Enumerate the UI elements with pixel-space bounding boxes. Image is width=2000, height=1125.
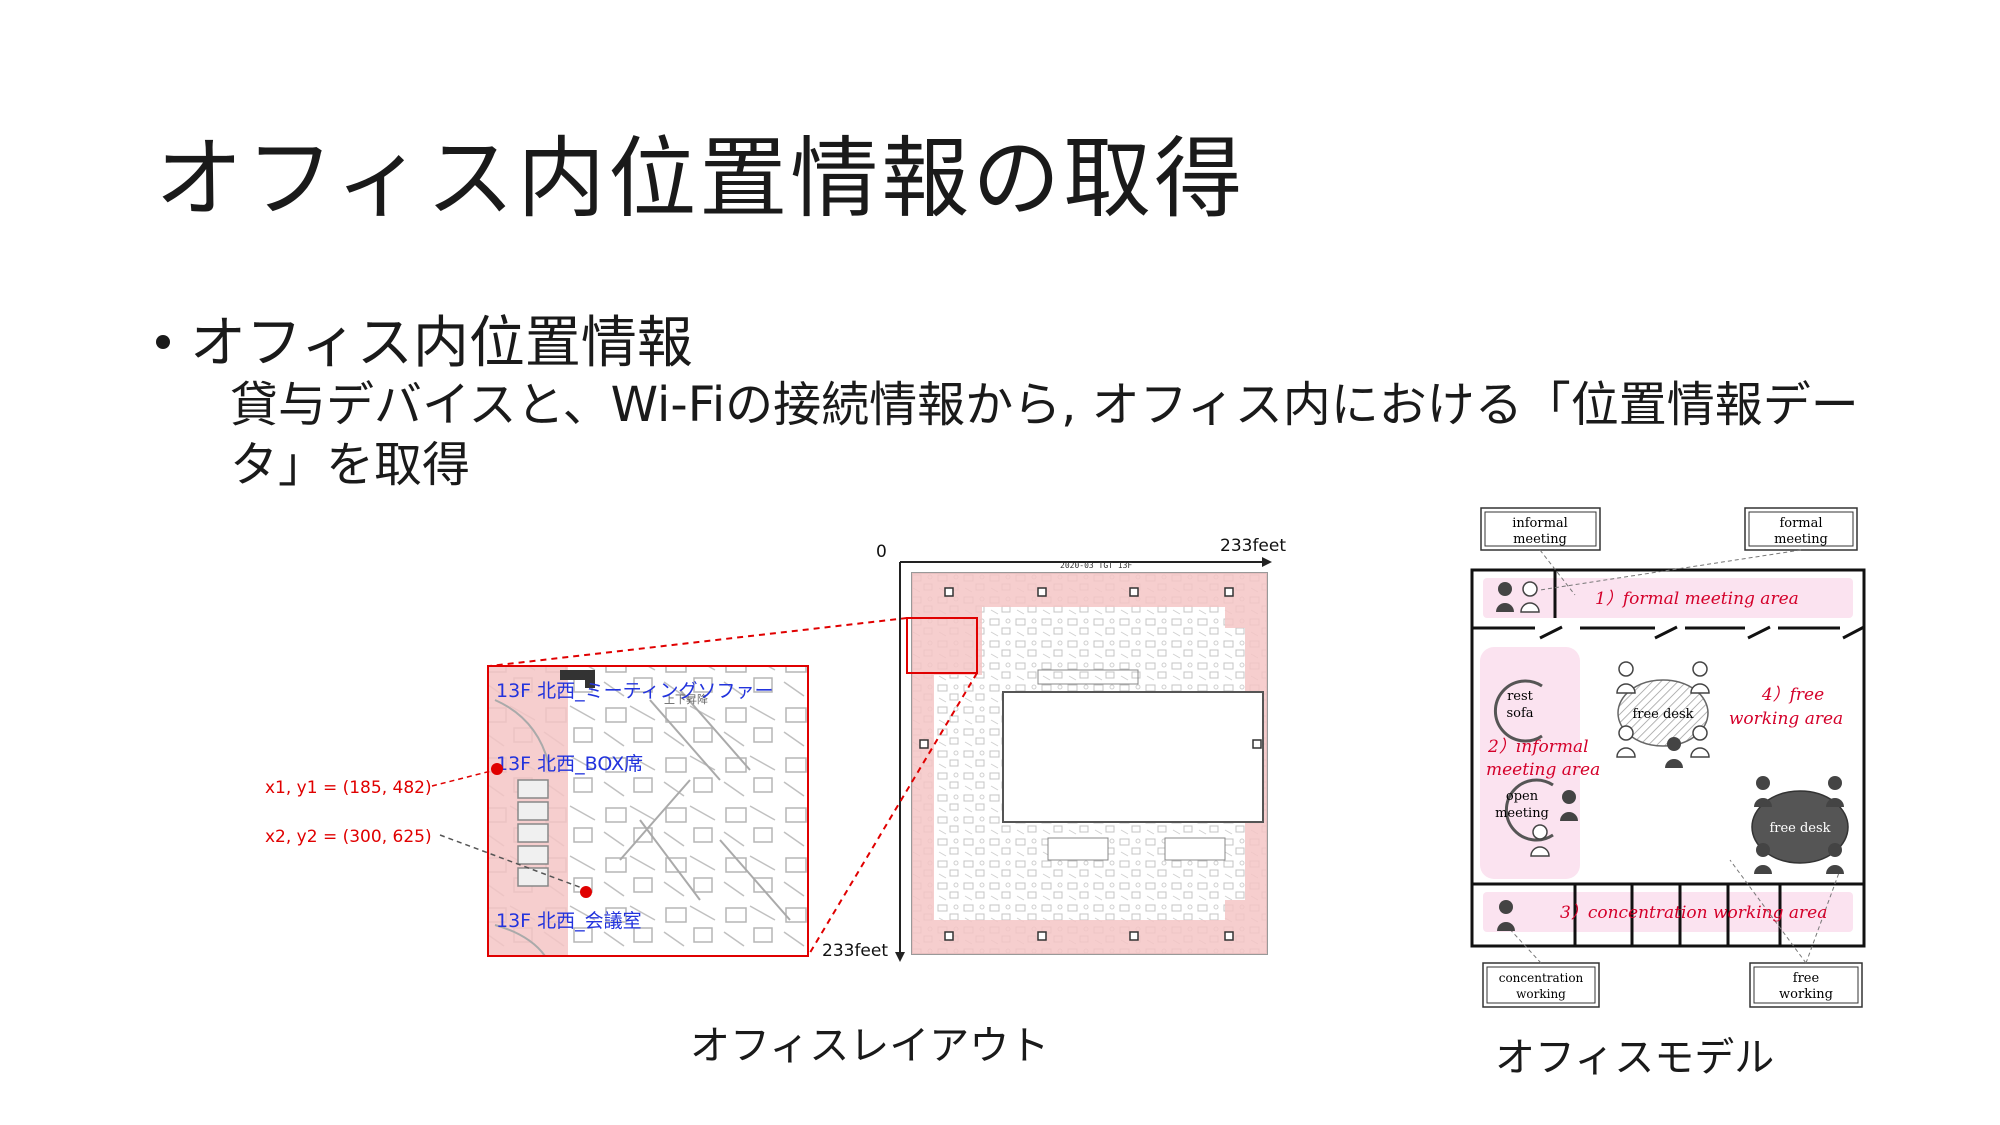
concentration-area-label: 3）concentration working area — [1560, 903, 1827, 923]
room-label-box-seat: 13F 北西_BOX席 — [496, 753, 643, 775]
y-axis-arrow — [895, 952, 905, 962]
svg-text:concentration: concentration — [1499, 971, 1584, 985]
callout-concentration-working: concentration working — [1482, 962, 1600, 1008]
open-meeting-label-2: meeting — [1495, 806, 1549, 821]
svg-text:meeting: meeting — [1774, 532, 1828, 547]
bullet-heading: オフィス内位置情報 — [150, 298, 693, 379]
svg-text:meeting: meeting — [1513, 532, 1567, 547]
axis-origin-label: 0 — [876, 542, 887, 562]
bullet-text: オフィス内位置情報 — [190, 311, 693, 376]
x-axis-arrow — [1262, 557, 1272, 567]
plan-title: 2020-03 TGT 13F — [1060, 561, 1132, 570]
open-meeting-arc — [1504, 778, 1554, 842]
free-desk-2-label: free desk — [1769, 821, 1830, 836]
svg-text:free: free — [1793, 971, 1820, 986]
free-desk-1 — [1617, 679, 1709, 747]
plan-highlight-box — [906, 617, 978, 674]
model-connectors — [1505, 549, 1841, 964]
callout-formal-meeting: formal meeting — [1744, 507, 1858, 551]
informal-area-fill — [1480, 647, 1580, 879]
free-area-label-line2: working area — [1729, 709, 1843, 729]
point-1-label: x1, y1 = (185, 482) — [265, 778, 432, 798]
model-caption: オフィスモデル — [1495, 1035, 1775, 1081]
formal-area-fill — [1483, 578, 1853, 618]
point-2-label: x2, y2 = (300, 625) — [265, 827, 432, 847]
zoom-connector-top — [489, 617, 908, 667]
description-text: 貸与デバイスと、Wi-Fiの接続情報から, オフィス内における「位置情報データ」… — [230, 377, 1859, 493]
informal-area-label-line2: meeting area — [1486, 760, 1600, 780]
person-icons — [1496, 581, 1844, 931]
svg-text:working: working — [1516, 987, 1566, 1001]
svg-text:informal: informal — [1512, 516, 1568, 531]
callout-informal-meeting: informal meeting — [1480, 507, 1601, 551]
room-label-meeting-sofa: 13F 北西_ミーティングソファー — [496, 680, 774, 702]
model-walls — [1472, 570, 1865, 946]
rest-sofa-label-2: sofa — [1506, 706, 1533, 721]
point-1-marker — [491, 763, 503, 775]
layout-caption: オフィスレイアウト — [690, 1023, 1050, 1069]
free-desk-1-label: free desk — [1632, 707, 1693, 722]
zoom-view: 上下昇降 13F 北西_ミーティングソファー 13F 北西_BOX席 13F 北… — [487, 665, 809, 957]
axis-y-max-label: 233feet — [822, 941, 888, 961]
open-meeting-label-1: open — [1506, 789, 1539, 804]
axis-x-max-label: 233feet — [1220, 536, 1286, 556]
svg-text:formal: formal — [1779, 516, 1822, 531]
rest-sofa-arc — [1493, 679, 1543, 743]
callout-free-working: free working — [1749, 962, 1863, 1008]
zoom-small-label: 上下昇降 — [664, 692, 708, 706]
free-desk-2 — [1751, 790, 1849, 864]
rest-sofa-label-1: rest — [1507, 689, 1534, 704]
informal-area-label-line1: 2）informal — [1487, 737, 1589, 757]
point-1-leader — [431, 770, 492, 787]
bullet-dot — [156, 334, 170, 349]
floor-plan: 2020-03 TGT 13F — [911, 561, 1268, 955]
formal-area-label: 1）formal meeting area — [1595, 589, 1799, 609]
slide-title: オフィス内位置情報の取得 — [155, 127, 1246, 230]
point-2-leader — [439, 834, 583, 889]
svg-text:working: working — [1779, 987, 1833, 1002]
free-area-label-line1: 4）free — [1761, 685, 1824, 705]
room-label-meeting-room: 13F 北西_会議室 — [496, 910, 642, 932]
point-2-marker — [580, 886, 592, 898]
